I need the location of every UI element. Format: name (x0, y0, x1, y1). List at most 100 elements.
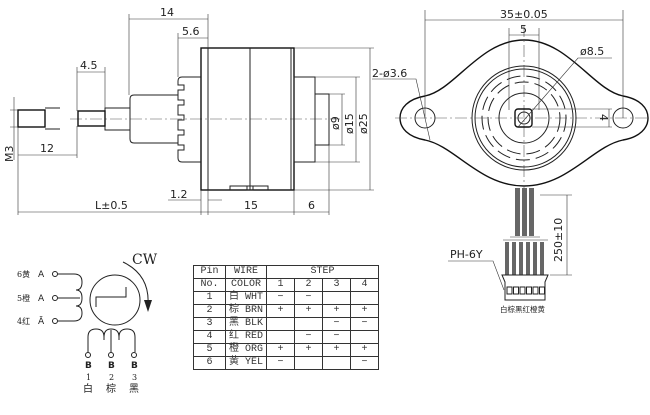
step-cell: + (266, 304, 295, 318)
dim-dia8_5: ø8.5 (580, 45, 604, 58)
coil-b (87, 328, 136, 352)
dim-5: 5 (520, 23, 527, 36)
pin: 3 (193, 317, 226, 331)
dim-m3-line (10, 97, 18, 160)
dim-5_6-line (177, 33, 208, 77)
dim-35-line (424, 10, 624, 118)
pin: 4 (193, 330, 226, 344)
shaft-square (514, 108, 533, 128)
dim-12-line (17, 126, 78, 215)
dim-m3: M3 (3, 146, 16, 163)
dim-1_2: 1.2 (170, 188, 188, 201)
step-cell: − (350, 356, 379, 370)
wire-color: 黑 BLK (225, 317, 267, 331)
wire (526, 242, 530, 275)
dim-holes: 2-ø3.6 (372, 67, 407, 80)
wire-color: 棕 BRN (225, 304, 267, 318)
step-cell (266, 317, 295, 331)
step-cell: + (350, 343, 379, 357)
terminal-3-phase: B (131, 361, 138, 371)
table-header-row: No. COLOR 1 2 3 4 (193, 278, 379, 292)
shaft-tip-lines (45, 107, 60, 130)
rear-cap (293, 76, 316, 163)
wire-color: 红 RED (225, 330, 267, 344)
step-cell (294, 356, 323, 370)
header-pin: Pin (193, 265, 226, 279)
step-cell: − (266, 291, 295, 305)
wire-exit-tab (246, 185, 254, 191)
dim-6: 6 (308, 199, 315, 212)
header-step-1: 1 (266, 278, 295, 292)
mounting-flange (399, 39, 649, 187)
step-cell (266, 330, 295, 344)
header-no: No. (193, 278, 226, 292)
step-cell: + (350, 304, 379, 318)
step-cell: − (350, 317, 379, 331)
wire (522, 188, 527, 236)
wire (533, 242, 537, 275)
step-cell: + (322, 304, 351, 318)
step-cell (350, 330, 379, 344)
pin (539, 286, 545, 295)
dim-length: L±0.5 (95, 199, 128, 212)
terminal-2-phase: B (108, 361, 115, 371)
wire-color: 白 WHT (225, 291, 267, 305)
step-cell: − (322, 317, 351, 331)
wiring-diagram: 6黄 A 5橙 A 4红 Ā CW B B B 1 2 3 白 棕 黑 (17, 252, 158, 395)
dim-12: 12 (40, 142, 54, 155)
step-cell: − (294, 291, 323, 305)
step-cell: − (294, 330, 323, 344)
wire (519, 242, 523, 275)
terminal-1-color: 白 (83, 382, 93, 395)
step-cell: + (294, 343, 323, 357)
step-cell (322, 291, 351, 305)
dim-dia-lines (294, 47, 374, 191)
dim-width: 35±0.05 (500, 8, 548, 21)
terminal-2-num: 2 (109, 373, 114, 382)
dim-5-line (508, 28, 540, 110)
header-step-3: 3 (322, 278, 351, 292)
terminal-6-label: 6黄 (17, 269, 30, 279)
rotor-circle (89, 274, 141, 326)
pin (526, 286, 532, 295)
cw-arrowhead (144, 300, 152, 312)
connector-leader (448, 260, 505, 291)
pin: 6 (193, 356, 226, 370)
dim-dia25: ø25 (357, 113, 370, 134)
header-wire: WIRE (225, 265, 267, 279)
terminal-2-color: 棕 (106, 382, 116, 395)
wire (540, 242, 544, 275)
header-step: STEP (266, 265, 379, 279)
step-cell (350, 291, 379, 305)
pin (506, 286, 513, 295)
front-view: 35±0.05 5 ø8.5 2-ø3.6 4 (372, 8, 650, 314)
step-cell (322, 356, 351, 370)
outer-ring (471, 65, 577, 171)
hub (498, 92, 550, 144)
terminal-dot (52, 318, 58, 324)
wire (505, 242, 509, 275)
header-step-2: 2 (294, 278, 323, 292)
connector-housing (501, 274, 549, 301)
wire-bundle-ends (503, 236, 548, 241)
shaft-tip (17, 109, 46, 128)
gear (177, 76, 201, 163)
stator-teeth (481, 75, 567, 161)
shaft-center (517, 111, 531, 125)
terminal-1-phase: B (85, 361, 92, 371)
pin (532, 286, 539, 295)
terminal-5-phase: A (38, 294, 45, 304)
outer-ring-inner (474, 68, 574, 168)
step-cell (294, 317, 323, 331)
dim-4_5: 4.5 (80, 59, 98, 72)
dim-lead-length: 250±10 (552, 218, 565, 262)
dim-4: 4 (597, 114, 610, 121)
coil-a (58, 273, 83, 322)
terminal-3-num: 3 (132, 373, 137, 382)
terminal-3-color: 黑 (129, 383, 139, 395)
